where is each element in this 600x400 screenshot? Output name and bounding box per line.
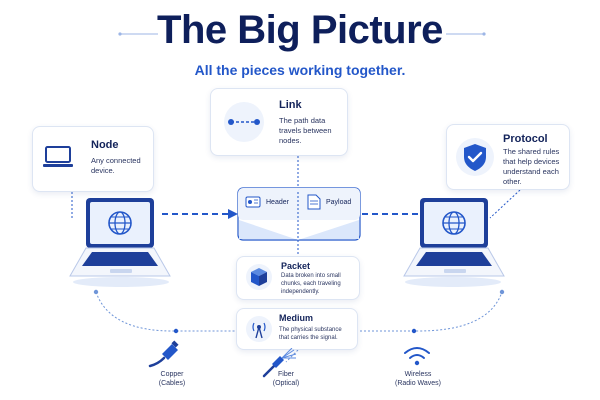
link-path-icon bbox=[224, 102, 264, 142]
left-laptop-device bbox=[69, 198, 171, 287]
cube-icon bbox=[246, 264, 272, 290]
copper-cable-icon bbox=[148, 340, 179, 368]
packet-envelope bbox=[237, 187, 361, 241]
packet-payload-label: Payload bbox=[326, 199, 352, 206]
page-subtitle: All the pieces working together. bbox=[194, 62, 406, 78]
wireless-label: Wireless(Radio Waves) bbox=[394, 371, 442, 387]
globe-icon bbox=[108, 211, 132, 235]
fiber-optic-icon bbox=[262, 348, 297, 378]
right-laptop-device bbox=[403, 198, 505, 287]
document-icon bbox=[307, 194, 321, 210]
protocol-title: Protocol bbox=[503, 133, 548, 145]
wireless-icon bbox=[404, 347, 430, 366]
id-card-icon bbox=[245, 196, 261, 208]
fiber-label: Fiber(Optical) bbox=[272, 371, 300, 387]
antenna-icon bbox=[246, 316, 272, 342]
copper-label: Copper(Cables) bbox=[158, 371, 186, 387]
globe-icon bbox=[442, 211, 466, 235]
shield-check-icon bbox=[456, 138, 494, 176]
link-title: Link bbox=[279, 99, 302, 111]
medium-title: Medium bbox=[279, 313, 314, 323]
packet-header-label: Header bbox=[266, 199, 289, 206]
laptop-icon bbox=[43, 146, 73, 167]
node-title: Node bbox=[91, 139, 119, 151]
packet-title: Packet bbox=[281, 261, 311, 271]
page-title: The Big Picture bbox=[157, 8, 443, 52]
